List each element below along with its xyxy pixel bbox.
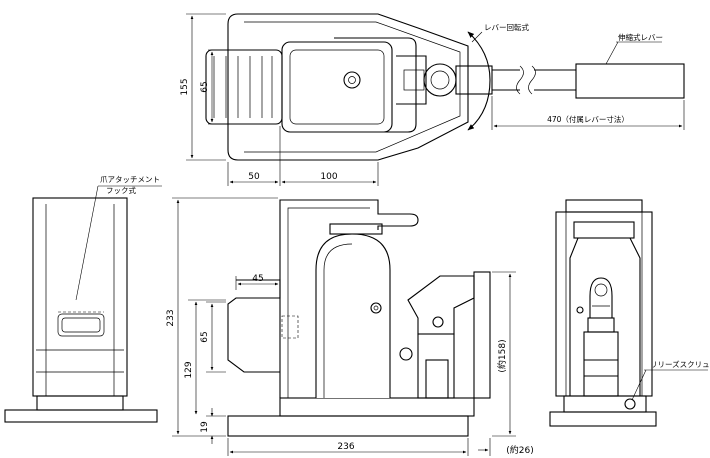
label-claw-attachment: 爪アタッチメント	[100, 175, 160, 184]
dim-base-height: 19	[200, 421, 210, 433]
dim-claw-width: 45	[252, 274, 263, 284]
dim-top-inner: 65	[200, 81, 210, 92]
dim-top-w1: 50	[248, 172, 260, 182]
dim-pump-width: (約26)	[506, 444, 533, 456]
dim-side-total-height: 233	[166, 309, 176, 326]
dim-top-w2: 100	[320, 172, 337, 182]
left-side-view: 爪アタッチメント フック式	[4, 175, 162, 423]
label-hook-type: フック式	[106, 185, 136, 195]
top-view: 155 65 50 100 470（付属レバー寸法） レバー回転式 伸縮式レバー	[180, 13, 685, 186]
label-release-screw: リリーズスクリュウ	[650, 359, 710, 369]
dim-base-width: 236	[337, 442, 354, 452]
label-telescopic-lever: 伸縮式レバー	[618, 32, 663, 42]
center-side-view: 233 129 65 19 45 236 (約158) (約26)	[166, 197, 534, 456]
right-front-view: リリーズスクリュウ	[549, 199, 710, 427]
dim-claw-height: 65	[200, 331, 210, 342]
dim-top-height: 155	[180, 78, 190, 95]
label-lever-rotation: レバー回転式	[484, 22, 529, 32]
dim-claw-floor-height: 129	[184, 361, 194, 378]
label-lever-length: 470（付属レバー寸法）	[547, 114, 629, 124]
dim-pump-height: (約158)	[496, 339, 508, 372]
